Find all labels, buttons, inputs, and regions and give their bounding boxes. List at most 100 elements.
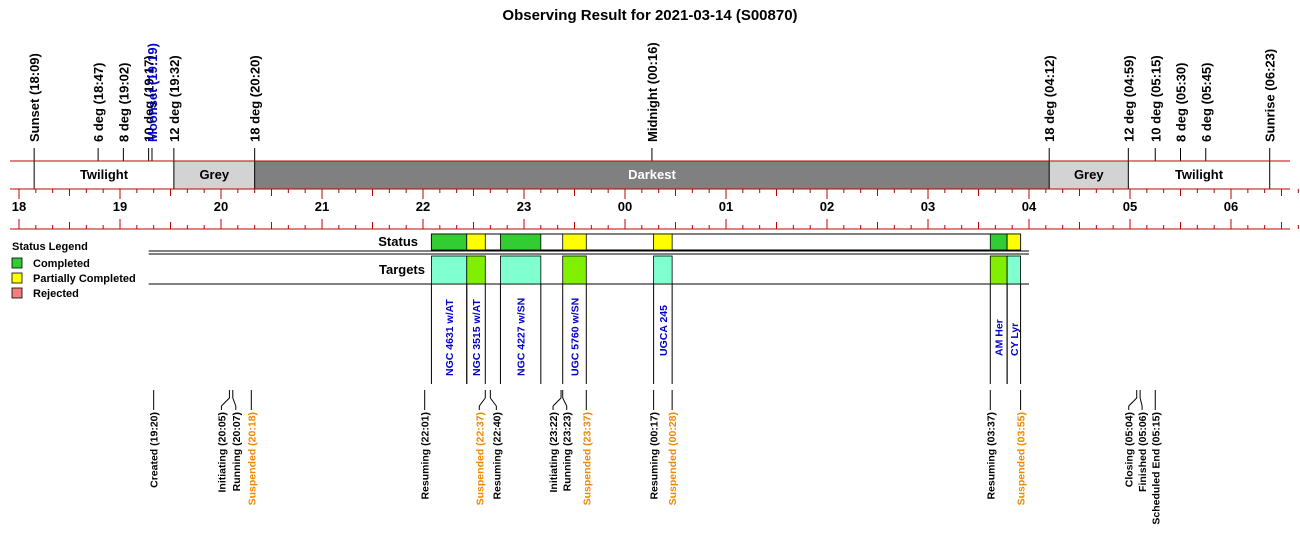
axis-hour-label: 06 — [1224, 199, 1238, 214]
log-event-label: Suspended (00:28) — [667, 412, 679, 505]
log-event-label: Finished (05:06) — [1137, 412, 1149, 492]
legend-label: Completed — [33, 258, 90, 270]
log-event-label: Suspended (03:55) — [1016, 412, 1028, 505]
axis-hour-label: 23 — [517, 199, 531, 214]
axis-hour-label: 05 — [1123, 199, 1137, 214]
target-name: NGC 4631 w/AT — [444, 299, 456, 376]
night-event-label: 8 deg (19:02) — [116, 63, 131, 142]
log-event-tick — [552, 397, 562, 407]
status-block — [653, 233, 673, 251]
legend-label: Partially Completed — [33, 273, 136, 285]
log-event-label: Suspended (20:18) — [246, 412, 258, 505]
legend-label: Rejected — [33, 288, 79, 300]
band-label: Twilight — [1175, 167, 1224, 182]
axis-hour-label: 00 — [618, 199, 632, 214]
band-label: Grey — [1074, 167, 1104, 182]
axis-hour-label: 01 — [719, 199, 733, 214]
target-name: AM Her — [994, 319, 1006, 356]
log-event-label: Created (19:20) — [149, 412, 161, 488]
target-block — [989, 255, 1008, 285]
status-block — [466, 233, 486, 251]
target-block — [653, 255, 673, 285]
status-block — [500, 233, 542, 251]
log-event-tick — [232, 397, 237, 407]
log-event-label: Resuming (03:37) — [985, 412, 997, 500]
status-block — [431, 233, 468, 251]
status-block — [989, 233, 1008, 251]
night-event-label: Sunset (18:09) — [27, 53, 42, 142]
axis-hour-label: 02 — [820, 199, 834, 214]
target-block — [466, 255, 486, 285]
band-label: Grey — [199, 167, 229, 182]
log-event-label: Resuming (22:40) — [491, 412, 503, 500]
log-event-tick — [1139, 397, 1143, 407]
log-event-tick — [478, 397, 486, 407]
legend-swatch — [11, 272, 23, 284]
band-dark — [254, 161, 1050, 189]
axis-hour-label: 20 — [214, 199, 228, 214]
log-event-label: Closing (05:04) — [1124, 412, 1136, 487]
night-event-label: 12 deg (19:32) — [167, 55, 182, 142]
night-events: Sunset (18:09) 6 deg (18:47) 8 deg (19:02)… — [27, 42, 1278, 161]
legend-swatch — [11, 287, 23, 299]
target-name: UGC 5760 w/SN — [570, 298, 582, 376]
targets-row-label: Targets — [379, 262, 425, 277]
night-event-label: Sunrise (06:23) — [1263, 49, 1278, 142]
night-event-label: 10 deg (19:17) — [142, 55, 157, 142]
target-name: NGC 4227 w/SN — [516, 298, 528, 376]
legend-swatch — [11, 257, 23, 269]
night-event-label: 6 deg (18:47) — [91, 63, 106, 142]
night-event-label: 18 deg (04:12) — [1042, 55, 1057, 142]
target-name: UGCA 245 — [658, 305, 670, 356]
status-block — [1006, 233, 1021, 251]
log-event-label: Initiating (23:22) — [548, 412, 560, 493]
night-event-label: 12 deg (04:59) — [1121, 55, 1136, 142]
night-event-label: Moonset (19:19) — [145, 43, 160, 142]
night-event-label: 10 deg (05:15) — [1148, 55, 1163, 142]
log-event-tick — [221, 397, 230, 407]
band-grey — [173, 161, 255, 189]
axis-hour-label: 21 — [315, 199, 329, 214]
band-label: Darkest — [628, 167, 676, 182]
target-name: NGC 3515 w/AT — [471, 299, 483, 376]
page-title: Observing Result for 2021-03-14 (S00870) — [502, 7, 797, 24]
band-twilight — [1128, 161, 1270, 189]
status-block — [562, 233, 587, 251]
night-event-label: 8 deg (05:30) — [1174, 63, 1189, 142]
night-event-label: 6 deg (05:45) — [1199, 63, 1214, 142]
log-event-label: Running (20:07) — [231, 412, 243, 491]
target-block — [431, 255, 468, 285]
log-event-label: Suspended (23:37) — [581, 412, 593, 505]
status-row-label: Status — [378, 234, 418, 249]
log-event-label: Resuming (22:01) — [420, 412, 432, 500]
night-event-label: Midnight (00:16) — [645, 42, 660, 142]
target-name: CY Lyr — [1009, 323, 1021, 356]
night-event-label: 18 deg (20:20) — [248, 55, 263, 142]
axis-hour-label: 22 — [416, 199, 430, 214]
target-block — [562, 255, 587, 285]
log-event-label: Resuming (00:17) — [649, 412, 661, 500]
band-twilight — [34, 161, 174, 189]
axis-hour-label: 04 — [1022, 199, 1037, 214]
target-block — [500, 255, 542, 285]
axis-hour-label: 03 — [921, 199, 935, 214]
night-bands: Twilight Grey Darkest Grey Twilight — [10, 160, 1290, 190]
log-events: Created (19:20)Initiating (20:05)Running… — [149, 390, 1162, 525]
log-event-label: Initiating (20:05) — [216, 412, 228, 493]
log-event-label: Scheduled End (05:15) — [1150, 412, 1162, 525]
log-event-tick — [562, 397, 568, 407]
log-event-tick — [489, 397, 497, 407]
log-event-tick — [1128, 397, 1138, 407]
axis-hour-label: 19 — [113, 199, 127, 214]
band-label: Twilight — [80, 167, 129, 182]
band-grey — [1049, 161, 1129, 189]
log-event-label: Running (23:23) — [562, 412, 574, 491]
target-block — [1006, 255, 1021, 285]
log-event-label: Suspended (22:37) — [474, 412, 486, 505]
time-axis: 18 19 20 21 22 23 00 01 02 03 04 05 06 — [10, 189, 1299, 230]
legend-title: Status Legend — [12, 241, 88, 253]
axis-hour-label: 18 — [12, 199, 26, 214]
